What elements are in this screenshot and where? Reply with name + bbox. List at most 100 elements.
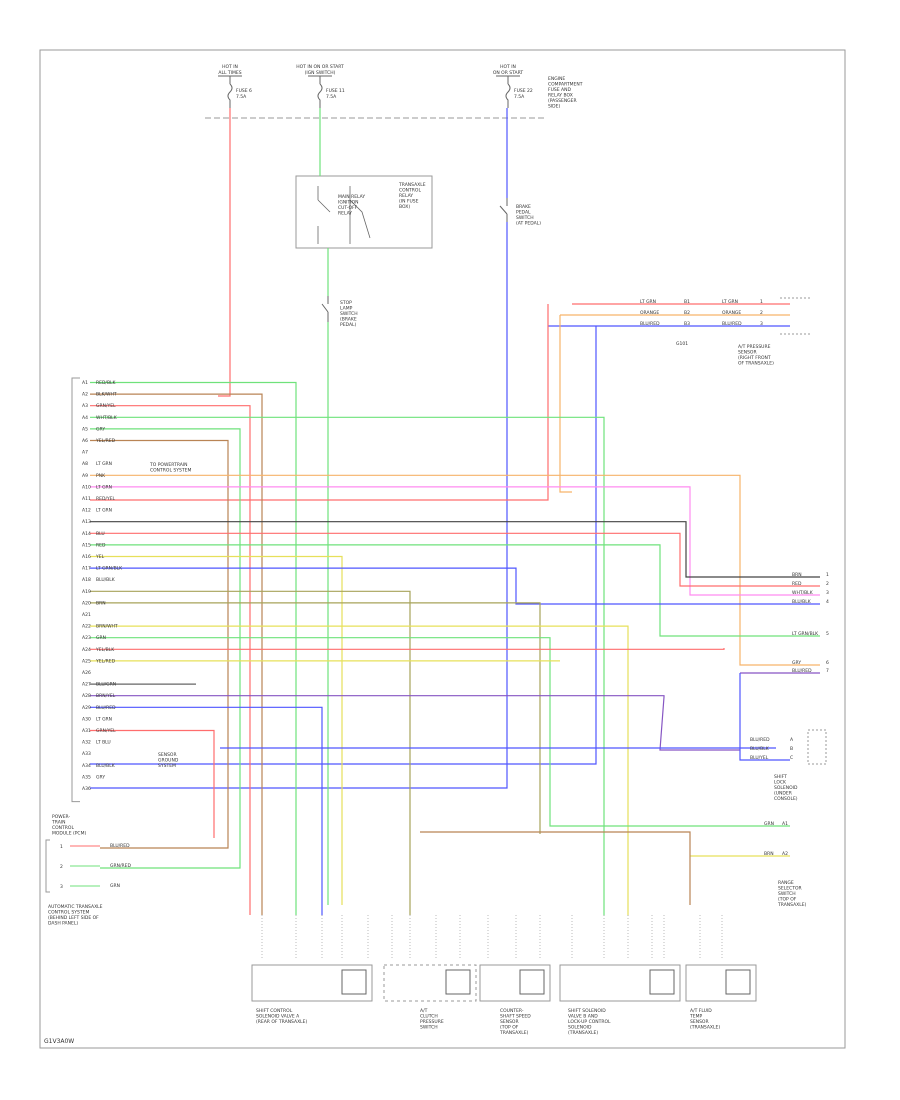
ignition-note-line: CUT-OFF [338, 205, 358, 211]
ground-note-line: SYSTEM [158, 763, 176, 769]
pcm-pin-number: A17 [82, 566, 91, 572]
ground-note-line: GROUND [158, 758, 179, 764]
relay-note-line: CONTROL [399, 188, 421, 194]
pressure-pin: B2 [684, 310, 690, 316]
wire-a13 [90, 521, 820, 578]
pressure-term: 3 [760, 321, 763, 327]
wire-shift-lock [739, 673, 790, 761]
ignition-note-line: RELAY [338, 211, 352, 217]
fuse-amps: 7.5A [514, 94, 525, 100]
pcm-note-line: TRAIN [51, 820, 65, 826]
pcm-note-line: MODULE (PCM) [52, 831, 86, 837]
pcm-pin-number: A10 [82, 484, 91, 490]
fuse-label-sub: (IGN SWITCH) [305, 70, 336, 76]
component-name-line: TRANSAXLE) [499, 1030, 529, 1036]
shift-lock-pin: C [790, 755, 793, 761]
stop-note-line: SWITCH [340, 311, 358, 317]
pcm-pin-number: A23 [82, 635, 91, 641]
fuse-label-top: HOT IN [222, 64, 238, 70]
range-wire-pin: A2 [782, 851, 788, 857]
wire-a4 [90, 416, 605, 916]
component-name-line: A/T [420, 1008, 428, 1014]
component-name-line: SOLENOID [568, 1025, 592, 1031]
component-name-line: SENSOR [690, 1019, 709, 1025]
pcm-pin-wire: BLK/WHT [96, 392, 117, 398]
pcm-pin-wire: BLU/BLK [96, 763, 116, 769]
bottom-left-bracket [45, 839, 50, 893]
wire-a10 [90, 486, 820, 596]
right-wire-pin: 1 [826, 572, 829, 578]
pcm-pin-wire: LT GRN/BLK [96, 566, 123, 572]
pcm-pin-number: A5 [82, 426, 88, 432]
range-wire-label: BRN [764, 851, 774, 857]
relay-note-line: BOX) [399, 204, 410, 210]
pcm-pin-number: A4 [82, 415, 88, 421]
shift-lock-wire-label: BLU/YEL [750, 755, 769, 761]
right-wire-label: BLU/RED [792, 668, 812, 674]
pcm-pin-number: A30 [82, 716, 91, 722]
component-name-line: SWITCH [420, 1025, 438, 1031]
wire-a15 [90, 544, 820, 637]
wire-a20 [90, 602, 541, 834]
range-note-line: TRANSAXLE) [777, 902, 807, 908]
bottom-left-note-line: AUTOMATIC TRANSAXLE [48, 904, 103, 910]
component-name-line: CLUTCH [420, 1014, 438, 1020]
pcm-pin-wire: LT GRN [96, 508, 112, 514]
wire-a17 [90, 567, 820, 605]
fuse-icon [317, 76, 323, 108]
pcm-pin-number: A7 [82, 450, 88, 456]
right-wire-label: BRN [792, 572, 802, 578]
brake-note-line: (AT PEDAL) [516, 221, 541, 227]
fuse-block-note-line: RELAY BOX [548, 93, 573, 99]
wire-layer [90, 108, 820, 916]
pcm-pin-number: A35 [82, 774, 91, 780]
component-name-line: LOCK-UP CONTROL [568, 1019, 611, 1025]
shift-lock-pin: B [790, 746, 793, 752]
pcm-note-line: CONTROL [52, 825, 74, 831]
pcm-pin-number: A6 [82, 438, 88, 444]
pcm-pin-wire: RED/BLK [96, 380, 117, 386]
bottom-left-wire-label: GRN/RED [110, 863, 131, 869]
relay-note-line: TRANSAXLE [398, 182, 426, 188]
fuse-number: FUSE 11 [326, 88, 345, 94]
component-coil [445, 969, 471, 995]
pcm-pin-number: A25 [82, 658, 91, 664]
pcm-pin-number: A26 [82, 670, 91, 676]
fuse-number: FUSE 22 [514, 88, 533, 94]
bottom-left-pin: 1 [60, 844, 63, 850]
component-name-line: SHIFT SOLENOID [568, 1008, 606, 1014]
frame-code: G1V3A0W [44, 1038, 74, 1045]
shift-lock-wire-label: BLU/RED [750, 737, 770, 743]
stop-note-line: PEDAL) [340, 322, 357, 328]
pressure-wire-label: BLU/RED [640, 321, 660, 327]
component-name-line: SHIFT CONTROL [256, 1008, 293, 1014]
pcm-pin-wire: BLU/RED [96, 705, 116, 711]
pcm-pin-wire: BLU [96, 531, 105, 537]
pcm-pin-wire: BRN [96, 600, 106, 606]
component-name-line: PRESSURE [420, 1019, 444, 1025]
pcm-pin-number: A36 [82, 786, 91, 792]
right-wire-pin: 6 [826, 660, 829, 666]
component-coil [341, 969, 367, 995]
ground-ref: G101 [676, 341, 688, 347]
pcm-pin-wire: LT GRN [96, 461, 112, 467]
pcm-pin-number: A14 [82, 531, 91, 537]
right-wire-pin: 7 [826, 668, 829, 674]
wire-a24 [90, 648, 725, 650]
pcm-pin-wire: LT BLU [96, 740, 111, 746]
component-body [383, 964, 477, 1002]
pcm-pin-number: A24 [82, 647, 91, 653]
pcm-pin-number: A19 [82, 589, 91, 595]
component-name-line: (TOP OF [500, 1025, 519, 1031]
pcm-pin-wire: GRY [96, 426, 105, 432]
pcm-pin-number: A15 [82, 542, 91, 548]
